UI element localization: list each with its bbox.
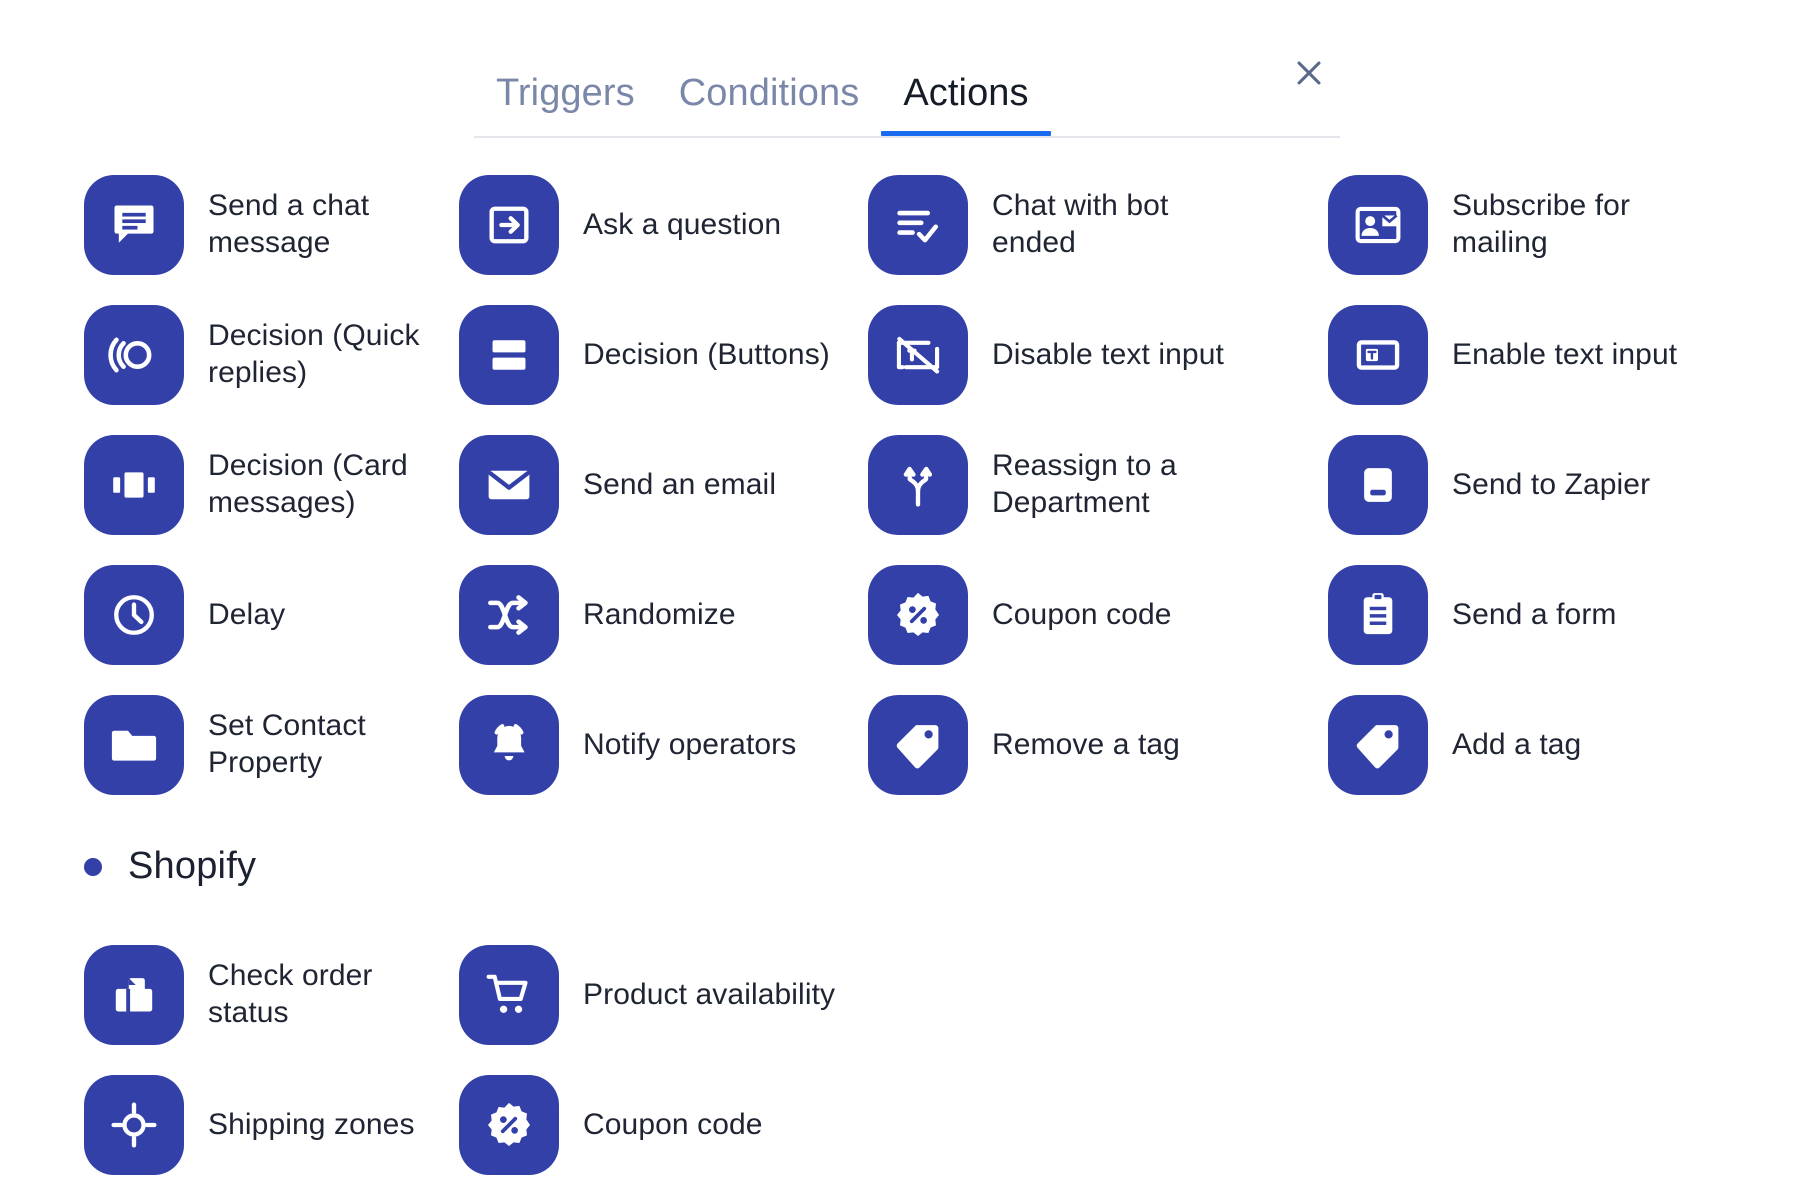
list-check-icon[interactable] (868, 175, 968, 275)
action-label: Enable text input (1452, 337, 1678, 371)
action-item-decision-quick-replies[interactable]: Decision (Quick replies) (0, 290, 459, 420)
shuffle-icon[interactable] (459, 565, 559, 665)
actions-row: Send a chat message Ask a question (0, 160, 1800, 290)
shopify-label: Product availability (583, 977, 836, 1011)
shopify-label: Shipping zones (208, 1107, 415, 1141)
tab-conditions[interactable]: Conditions (657, 74, 882, 136)
shopify-label: Coupon code (583, 1107, 763, 1141)
tab-list: Triggers Conditions Actions (474, 38, 1340, 136)
tab-actions[interactable]: Actions (881, 74, 1051, 136)
action-item-reassign-to-a-department[interactable]: Reassign to a Department (868, 420, 1328, 550)
tag-icon[interactable] (868, 695, 968, 795)
quick-replies-icon[interactable] (84, 305, 184, 405)
action-item-set-contact-property[interactable]: Set Contact Property (0, 680, 459, 810)
tab-triggers[interactable]: Triggers (474, 74, 657, 136)
shopify-item-check-order-status[interactable]: Check order status (0, 930, 459, 1060)
action-item-send-a-form[interactable]: Send a form (1328, 550, 1788, 680)
shopify-item-coupon-code[interactable]: Coupon code (459, 1060, 868, 1190)
actions-row: Set Contact Property Notify operators (0, 680, 1800, 810)
actions-grid: Send a chat message Ask a question (0, 160, 1800, 810)
action-label: Coupon code (992, 597, 1172, 631)
action-label: Disable text input (992, 337, 1224, 371)
action-label: Randomize (583, 597, 736, 631)
shopify-empty-cell (1328, 1060, 1788, 1190)
action-label: Ask a question (583, 207, 782, 241)
shopify-section-title: Shopify (128, 845, 257, 887)
shopify-empty-cell (1328, 930, 1788, 1060)
envelope-icon[interactable] (459, 435, 559, 535)
action-item-send-to-zapier[interactable]: Send to Zapier (1328, 420, 1788, 550)
action-label: Decision (Card messages) (208, 449, 408, 519)
clock-icon[interactable] (84, 565, 184, 665)
split-buttons-icon[interactable] (459, 305, 559, 405)
action-item-disable-text-input[interactable]: Disable text input (868, 290, 1328, 420)
action-item-subscribe-for-mailing[interactable]: Subscribe for mailing (1328, 160, 1788, 290)
actions-row: Decision (Card messages) Send an email (0, 420, 1800, 550)
action-label: Remove a tag (992, 727, 1180, 761)
tab-bar: Triggers Conditions Actions (474, 38, 1340, 138)
card-carousel-icon[interactable] (84, 435, 184, 535)
action-label: Add a tag (1452, 727, 1582, 761)
chat-message-icon[interactable] (84, 175, 184, 275)
actions-row: Decision (Quick replies) Decision (Butto… (0, 290, 1800, 420)
arrow-into-box-icon[interactable] (459, 175, 559, 275)
close-icon (1292, 56, 1326, 90)
close-button[interactable] (1288, 52, 1330, 94)
action-label: Chat with bot ended (992, 189, 1169, 259)
action-item-notify-operators[interactable]: Notify operators (459, 680, 868, 810)
shopify-label: Check order status (208, 959, 373, 1029)
shopify-row: Shipping zones Coupon code (0, 1060, 1800, 1190)
actions-row: Delay Randomize (0, 550, 1800, 680)
shopping-cart-icon[interactable] (459, 945, 559, 1045)
zapier-card-icon[interactable] (1328, 435, 1428, 535)
action-label: Reassign to a Department (992, 449, 1177, 519)
section-bullet-icon (84, 857, 102, 876)
shopify-empty-cell (868, 930, 1328, 1060)
shopify-row: Check order status Product availability (0, 930, 1800, 1060)
shopify-section-header: Shopify (84, 845, 256, 888)
shopify-item-product-availability[interactable]: Product availability (459, 930, 868, 1060)
action-item-add-a-tag[interactable]: Add a tag (1328, 680, 1788, 810)
action-item-enable-text-input[interactable]: Enable text input (1328, 290, 1788, 420)
action-label: Delay (208, 597, 286, 631)
action-label: Send a chat message (208, 189, 370, 259)
action-label: Set Contact Property (208, 709, 366, 779)
action-label: Send an email (583, 467, 777, 501)
action-label: Decision (Buttons) (583, 337, 830, 371)
folder-icon[interactable] (84, 695, 184, 795)
action-item-decision-card-messages[interactable]: Decision (Card messages) (0, 420, 459, 550)
action-item-randomize[interactable]: Randomize (459, 550, 868, 680)
action-item-decision-buttons[interactable]: Decision (Buttons) (459, 290, 868, 420)
action-item-delay[interactable]: Delay (0, 550, 459, 680)
shopify-empty-cell (868, 1060, 1328, 1190)
contact-mail-icon[interactable] (1328, 175, 1428, 275)
action-item-send-a-chat-message[interactable]: Send a chat message (0, 160, 459, 290)
action-item-remove-a-tag[interactable]: Remove a tag (868, 680, 1328, 810)
coupon-percent-icon[interactable] (459, 1075, 559, 1175)
disable-text-input-icon[interactable] (868, 305, 968, 405)
tab-divider (474, 136, 1340, 138)
shopify-item-shipping-zones[interactable]: Shipping zones (0, 1060, 459, 1190)
action-label: Send a form (1452, 597, 1617, 631)
clipboard-form-icon[interactable] (1328, 565, 1428, 665)
action-label: Send to Zapier (1452, 467, 1651, 501)
action-item-coupon-code[interactable]: Coupon code (868, 550, 1328, 680)
action-label: Subscribe for mailing (1452, 189, 1631, 259)
shopify-grid: Check order status Product availability (0, 930, 1800, 1190)
action-item-ask-a-question[interactable]: Ask a question (459, 160, 868, 290)
action-label: Decision (Quick replies) (208, 319, 420, 389)
branch-arrows-icon[interactable] (868, 435, 968, 535)
tag-icon[interactable] (1328, 695, 1428, 795)
target-zone-icon[interactable] (84, 1075, 184, 1175)
action-label: Notify operators (583, 727, 797, 761)
enable-text-input-icon[interactable] (1328, 305, 1428, 405)
action-item-send-an-email[interactable]: Send an email (459, 420, 868, 550)
bell-icon[interactable] (459, 695, 559, 795)
action-item-chat-with-bot-ended[interactable]: Chat with bot ended (868, 160, 1328, 290)
coupon-percent-icon[interactable] (868, 565, 968, 665)
order-box-icon[interactable] (84, 945, 184, 1045)
